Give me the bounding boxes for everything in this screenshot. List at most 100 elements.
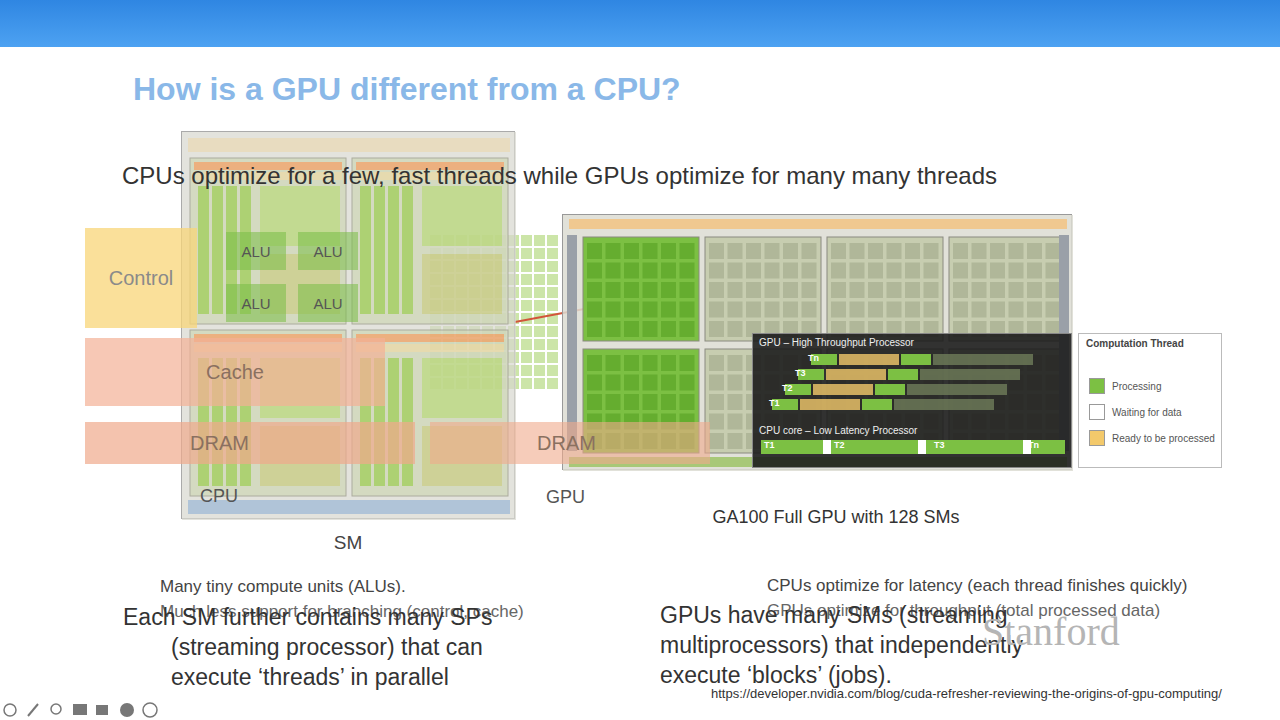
legend-item: Processing xyxy=(1089,378,1161,394)
register-block xyxy=(422,254,502,314)
sm-cell xyxy=(887,302,902,318)
sm-cell xyxy=(709,433,724,449)
sm-cell xyxy=(783,282,798,298)
alu-box: ALU xyxy=(298,232,358,270)
sm-cell xyxy=(1046,302,1061,318)
gpc-block xyxy=(583,237,699,341)
sp-column xyxy=(198,186,209,314)
toolbar-icon xyxy=(120,703,134,717)
sp-column xyxy=(402,358,413,486)
sm-cell xyxy=(643,394,658,410)
sm-cell xyxy=(802,243,817,259)
device-label: CPU xyxy=(200,486,238,508)
waiting-bar xyxy=(920,369,1020,380)
sm-background xyxy=(182,132,516,520)
sm-cell xyxy=(887,282,902,298)
sm-cell xyxy=(587,302,602,318)
sm-partition xyxy=(190,330,346,496)
sm-cell xyxy=(709,263,724,279)
dispatch-bar xyxy=(356,344,504,352)
sm-cell xyxy=(661,414,676,430)
alu-cell xyxy=(521,248,532,259)
sm-cell xyxy=(924,282,939,298)
alu-cell xyxy=(534,261,545,272)
sm-cell xyxy=(868,263,883,279)
alu-cell xyxy=(534,326,545,337)
sm-cell xyxy=(624,433,639,449)
sm-cell xyxy=(661,394,676,410)
sm-cell xyxy=(1046,263,1061,279)
sm-cell xyxy=(850,282,865,298)
sm-cell xyxy=(643,263,658,279)
thread-label: T2 xyxy=(782,383,793,394)
alu-cell xyxy=(547,235,558,246)
alu-cell xyxy=(534,235,545,246)
sm-cell xyxy=(802,302,817,318)
player-toolbar xyxy=(0,700,170,720)
sm-cell xyxy=(953,263,968,279)
thread-timeline-panel: GPU – High Throughput ProcessorCPU core … xyxy=(752,333,1072,468)
dram-band: DRAM xyxy=(430,422,710,464)
partition-frame xyxy=(352,330,508,496)
sm-cell xyxy=(643,302,658,318)
node-title: ALU xyxy=(241,243,270,260)
alu-cell xyxy=(521,300,532,311)
legend-item: Waiting for data xyxy=(1089,404,1182,420)
sm-cell xyxy=(643,243,658,259)
sp-column xyxy=(212,186,223,314)
sm-cell xyxy=(680,433,695,449)
legend-swatch xyxy=(1089,430,1105,446)
sm-cell xyxy=(953,282,968,298)
sm-cell xyxy=(643,321,658,337)
alu-cell xyxy=(547,248,558,259)
gpc-block xyxy=(583,349,699,453)
legend-box: ProcessingWaiting for dataReady to be pr… xyxy=(1078,333,1222,468)
alu-box: ALU xyxy=(226,284,286,322)
sm-cell xyxy=(606,302,621,318)
sm-cell xyxy=(624,394,639,410)
sm-cell xyxy=(606,355,621,371)
sp-column xyxy=(388,358,399,486)
sm-cell xyxy=(624,263,639,279)
alu-cell xyxy=(534,378,545,389)
toolbar-icon xyxy=(143,703,157,717)
sp-column xyxy=(198,358,209,486)
waiting-bar xyxy=(918,440,926,454)
toolbar-icon xyxy=(51,704,61,714)
sm-cell xyxy=(728,282,743,298)
toolbar-icon xyxy=(96,705,108,715)
sm-cell xyxy=(728,321,743,337)
sm-cell xyxy=(709,375,724,391)
sm-cell xyxy=(728,243,743,259)
register-block xyxy=(260,426,340,486)
sm-cell xyxy=(606,243,621,259)
sm-cell xyxy=(1046,282,1061,298)
sm-cell xyxy=(765,282,780,298)
sm-cell xyxy=(587,243,602,259)
partition-frame xyxy=(190,330,346,496)
node-title: Cache xyxy=(206,361,264,384)
sp-column xyxy=(226,186,237,314)
warp-scheduler-bar xyxy=(356,334,504,342)
alu-cell xyxy=(547,365,558,376)
ready-bar xyxy=(813,384,873,395)
toolbar-icon xyxy=(4,704,16,716)
sm-cell xyxy=(802,263,817,279)
sm-cell xyxy=(831,282,846,298)
sm-cell xyxy=(868,282,883,298)
node-title: ALU xyxy=(313,243,342,260)
alu-cell xyxy=(534,352,545,363)
node-title: DRAM xyxy=(190,432,249,455)
sm-cell xyxy=(783,243,798,259)
sm-cell xyxy=(606,263,621,279)
sm-cell xyxy=(831,263,846,279)
sm-cell xyxy=(831,243,846,259)
sm-cell xyxy=(709,321,724,337)
alu-cell xyxy=(521,352,532,363)
die-background xyxy=(563,215,1073,471)
alu-cell xyxy=(521,274,532,285)
sm-partition xyxy=(352,330,508,496)
sm-cell xyxy=(728,263,743,279)
legend-text: Waiting for data xyxy=(1112,407,1182,418)
sm-cell xyxy=(990,243,1005,259)
